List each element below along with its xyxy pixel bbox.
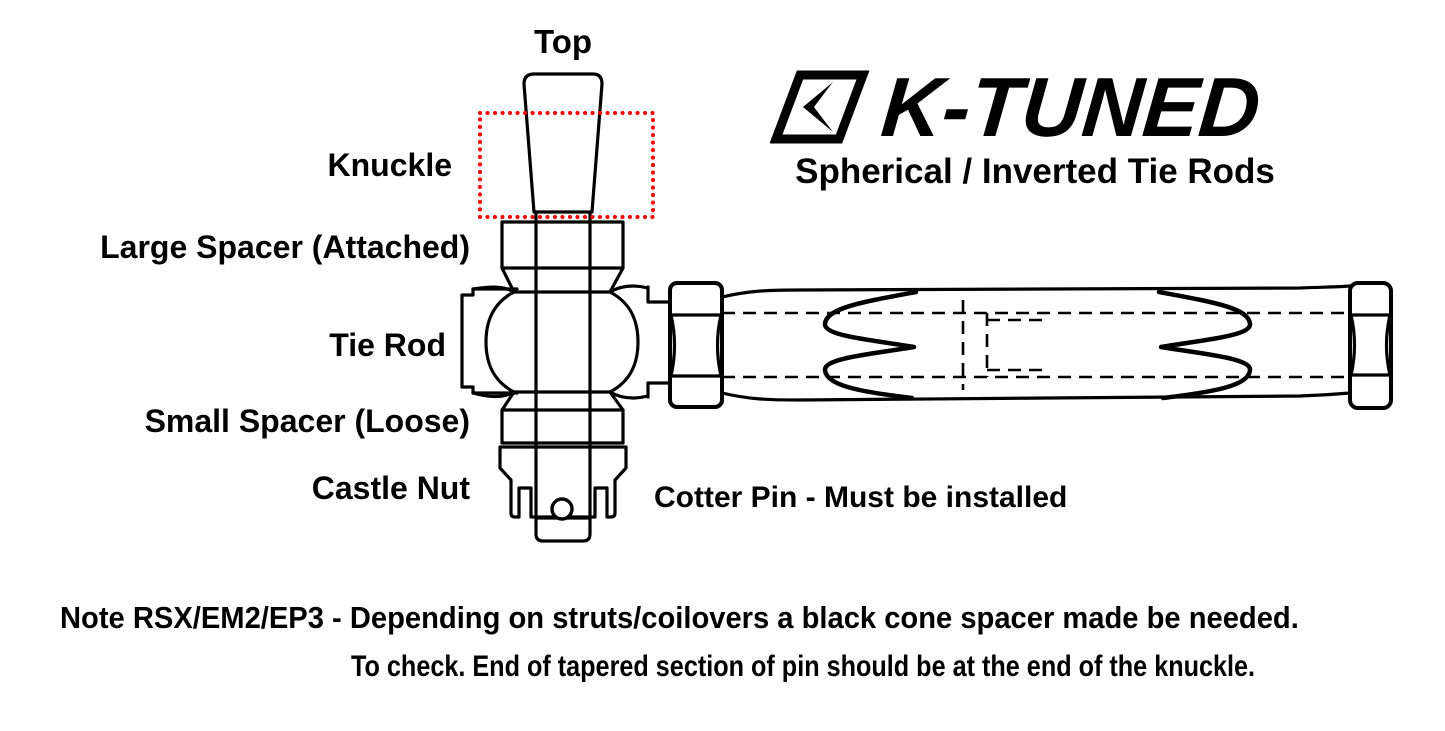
large-spacer [500, 220, 625, 294]
label-top: Top [533, 23, 593, 60]
ktuned-logo-mark-icon [770, 70, 870, 144]
tapered-pin [522, 72, 604, 214]
label-cotter-pin: Cotter Pin - Must be installed [654, 481, 1068, 514]
small-spacer [500, 390, 625, 445]
rod-end-hex-body [1348, 281, 1393, 410]
housing-right-bracket [646, 285, 672, 399]
rod-end-hex-facets [1348, 313, 1393, 377]
housing-flare-lines [471, 284, 650, 400]
castle-nut [498, 445, 628, 543]
large-spacer-block [500, 220, 625, 294]
logo-k-arrow [803, 82, 833, 132]
cotter-pin-hole [550, 497, 574, 521]
knuckle-highlight-box [478, 111, 655, 219]
break-line-right [1156, 289, 1253, 401]
break-line-left [822, 289, 919, 401]
label-castle-nut: Castle Nut [311, 470, 470, 506]
housing-left-bracket [460, 287, 519, 395]
jam-nut [668, 281, 724, 409]
brand-name: K-TUNED [877, 60, 1265, 154]
rod-hidden-section-lines [961, 300, 1048, 390]
rod-bottom-edge [720, 391, 1352, 402]
stud-end-cap [534, 516, 592, 543]
rod-top-edge [720, 284, 1352, 299]
rod-hidden-thread-lines [722, 311, 1350, 379]
label-knuckle: Knuckle [327, 147, 452, 183]
logo-parallelogram [770, 70, 870, 144]
castle-nut-body [498, 445, 628, 519]
brand-logo: K-TUNED [770, 60, 1264, 154]
tie-rod-shaft [720, 284, 1352, 402]
stud-shank-lines [534, 210, 592, 520]
rod-end-hex [1348, 281, 1393, 410]
note-line-2: To check. End of tapered section of pin … [351, 650, 1256, 683]
label-large-spacer: Large Spacer (Attached) [100, 229, 470, 265]
label-small-spacer: Small Spacer (Loose) [144, 403, 470, 439]
label-tie-rod: Tie Rod [329, 327, 446, 363]
ball-sphere [484, 290, 640, 394]
diagram-subtitle: Spherical / Inverted Tie Rods [795, 152, 1275, 191]
note-line-1: Note RSX/EM2/EP3 - Depending on struts/c… [60, 600, 1299, 635]
jam-nut-body [668, 281, 724, 409]
jam-nut-facets [668, 313, 724, 378]
ball-joint-housing [460, 284, 672, 400]
small-spacer-block [500, 390, 625, 445]
